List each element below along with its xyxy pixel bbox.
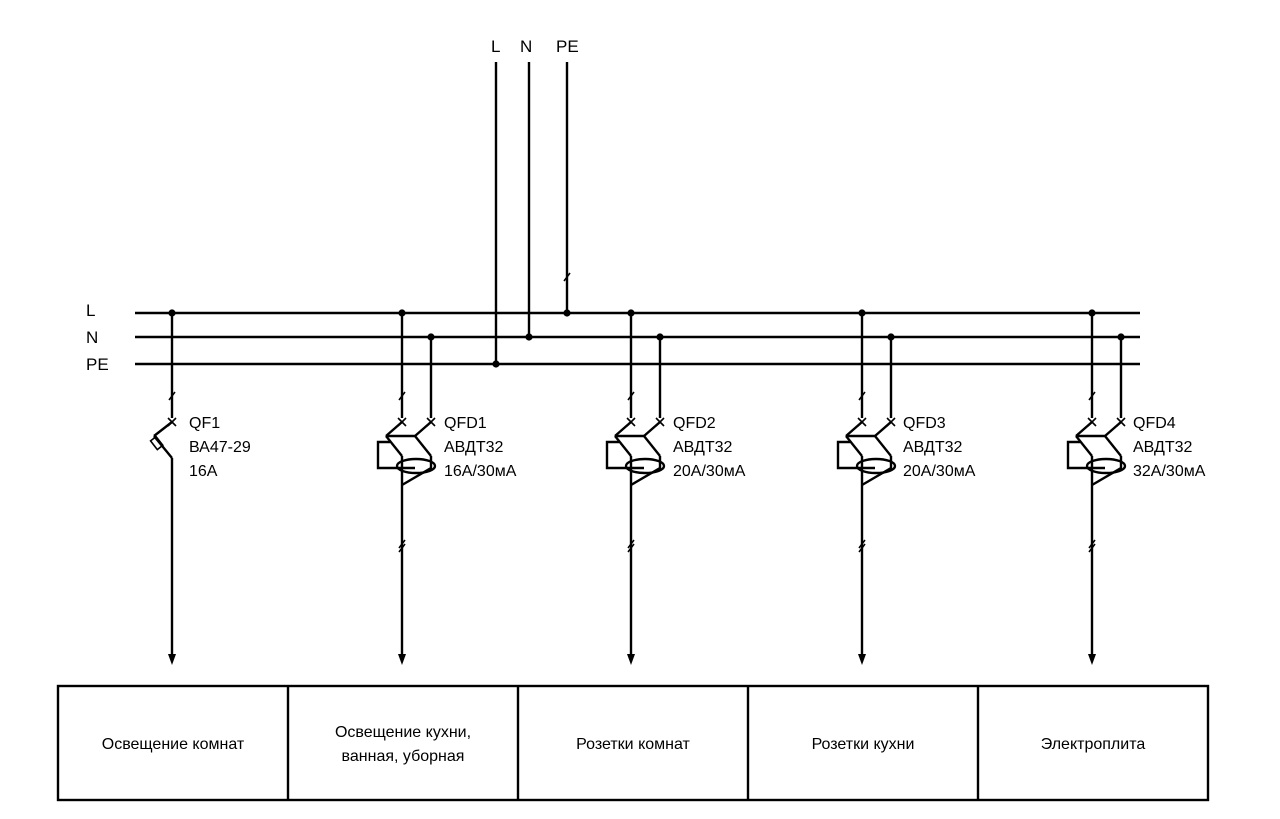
arrow-down-icon — [627, 654, 635, 665]
feeder-model: ВА47-29 — [189, 439, 251, 456]
feeder-qfd4: QFD4 АВДТ32 32A/30мA — [1066, 309, 1206, 665]
incoming-label-pe: PE — [556, 37, 579, 56]
feeder-id: QF1 — [189, 415, 220, 432]
load-cell-kitchen-lighting-line2: ванная, уборная — [342, 748, 465, 765]
load-cell-stove: Электроплита — [1041, 736, 1146, 753]
busbars: L N PE — [86, 301, 1140, 374]
feeder-qfd1: QFD1 АВДТ32 16A/30мA — [376, 309, 517, 665]
incoming-pe-tick — [563, 272, 571, 282]
busbar-label-pe: PE — [86, 355, 109, 374]
load-cell-room-sockets: Розетки комнат — [576, 736, 690, 753]
feeder-qfd3: QFD3 АВДТ32 20A/30мA — [836, 309, 976, 665]
arrow-down-icon — [398, 654, 406, 665]
feeder-model: АВДТ32 — [444, 439, 504, 456]
feeder-id: QFD4 — [1133, 415, 1176, 432]
feeder-rating: 16A — [189, 463, 218, 480]
busbar-label-n: N — [86, 328, 98, 347]
feeder-id: QFD1 — [444, 415, 487, 432]
rcbo-symbol — [836, 417, 897, 487]
incoming-supply: L N PE — [491, 37, 579, 368]
arrow-down-icon — [168, 654, 176, 665]
load-cell-room-lighting: Освещение комнат — [102, 736, 245, 753]
rcbo-symbol — [1066, 417, 1127, 487]
busbar-label-l: L — [86, 301, 95, 320]
load-cell-kitchen-lighting: Освещение кухни, — [335, 724, 471, 741]
load-table: Освещение комнат Освещение кухни, ванная… — [56, 684, 1210, 802]
load-cell-kitchen-sockets: Розетки кухни — [812, 736, 915, 753]
feeder-id: QFD3 — [903, 415, 946, 432]
arrow-down-icon — [858, 654, 866, 665]
incoming-label-n: N — [520, 37, 532, 56]
feeder-rating: 32A/30мA — [1133, 463, 1206, 480]
arrow-down-icon — [1088, 654, 1096, 665]
feeder-model: АВДТ32 — [903, 439, 963, 456]
incoming-label-l: L — [491, 37, 500, 56]
feeder-model: АВДТ32 — [1133, 439, 1193, 456]
feeder-rating: 20A/30мA — [903, 463, 976, 480]
feeder-qfd2: QFD2 АВДТ32 20A/30мA — [605, 309, 746, 665]
feeder-model: АВДТ32 — [673, 439, 733, 456]
feeder-tick — [168, 391, 176, 401]
breaker-symbol — [149, 417, 177, 459]
rcbo-symbol — [605, 417, 666, 487]
feeder-rating: 16A/30мA — [444, 463, 517, 480]
feeder-id: QFD2 — [673, 415, 716, 432]
feeder-rating: 20A/30мA — [673, 463, 746, 480]
load-table-border — [56, 684, 1210, 802]
rcbo-symbol — [376, 417, 437, 487]
feeder-qf1: QF1 ВА47-29 16A — [149, 309, 251, 665]
